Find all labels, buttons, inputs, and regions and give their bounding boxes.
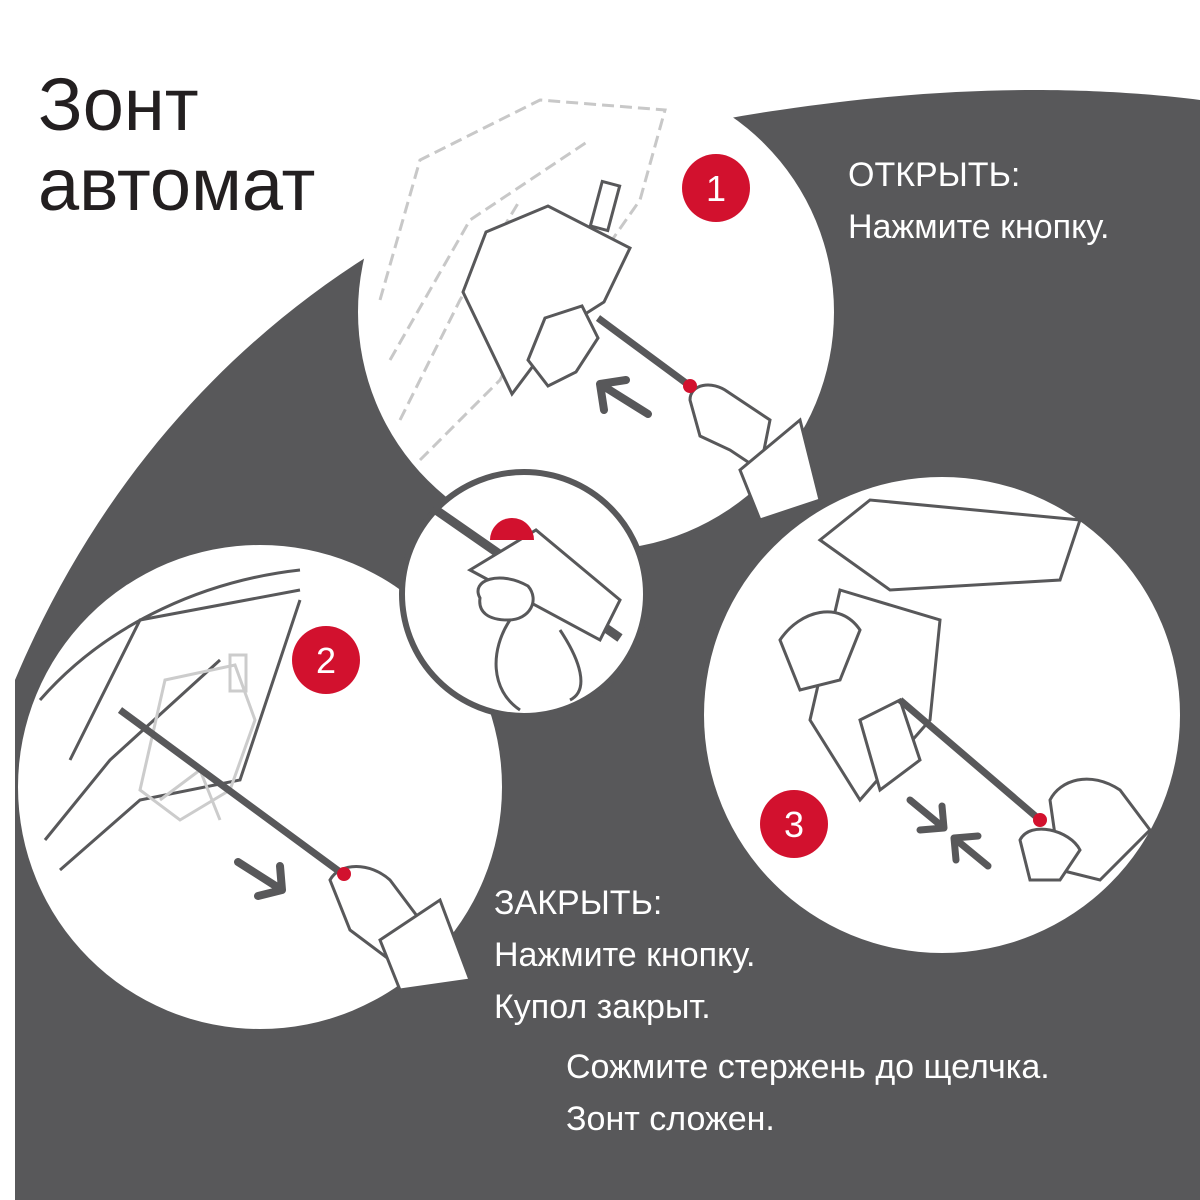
step-2-heading: ЗАКРЫТЬ: — [494, 886, 662, 920]
step-1-text: Нажмите кнопку. — [848, 210, 1109, 244]
step-3-text-2: Зонт сложен. — [566, 1102, 775, 1136]
step-2-text-1: Нажмите кнопку. — [494, 938, 755, 972]
button-dot-2 — [337, 867, 351, 881]
step-number-1: 1 — [706, 168, 726, 209]
button-dot-1 — [683, 379, 697, 393]
step-number-2: 2 — [316, 640, 336, 681]
title-line-1: Зонт — [38, 68, 199, 142]
step-2-text-2: Купол закрыт. — [494, 990, 711, 1024]
button-dot-3 — [1033, 813, 1047, 827]
step-3-text-1: Сожмите стержень до щелчка. — [566, 1050, 1050, 1084]
title-line-2: автомат — [38, 148, 315, 222]
button-closeup-illustration — [402, 472, 646, 716]
step-3-panel: 3 — [704, 477, 1180, 953]
step-1-panel: 1 — [358, 74, 834, 550]
step-number-3: 3 — [784, 804, 804, 845]
step-1-heading: ОТКРЫТЬ: — [848, 158, 1020, 192]
